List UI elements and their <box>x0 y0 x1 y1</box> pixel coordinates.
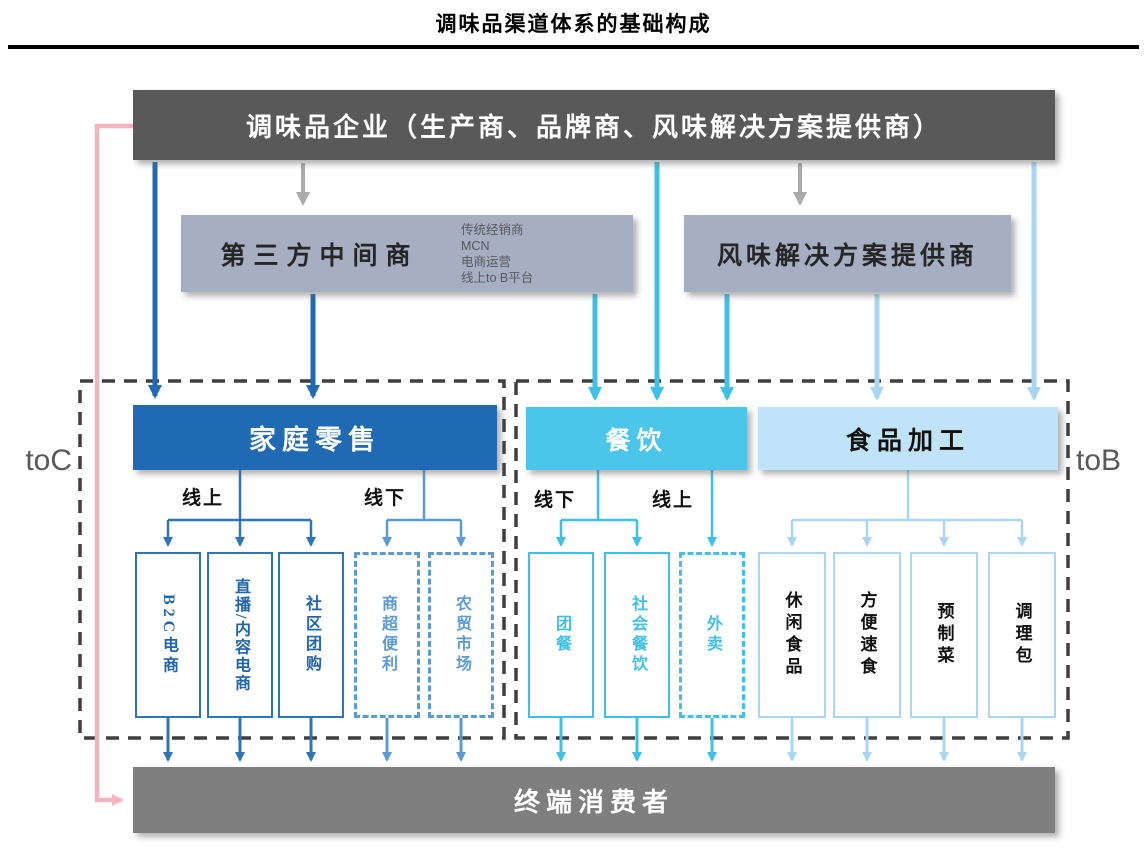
home-retail-label: 家庭零售 <box>249 425 381 455</box>
sky-blue-drops <box>588 162 734 401</box>
condiment-enterprise-box: 调味品企业（生产商、品牌商、风味解决方案提供商） <box>133 90 1055 160</box>
channel-label: 团餐 <box>553 615 570 655</box>
home-retail-box: 家庭零售 <box>133 405 497 470</box>
toc-zone-border <box>78 379 506 740</box>
home-online-label: 线上 <box>182 488 225 509</box>
consumer-arrows-light <box>787 718 1027 762</box>
channel-box-live-content-ecommerce: 直播/内容电商 <box>207 552 273 718</box>
channel-box-community-group-buy: 社区团购 <box>278 552 344 718</box>
middlemen-note-line: MCN <box>461 239 490 253</box>
food-processing-label: 食品加工 <box>845 427 970 455</box>
third-party-middlemen-label: 第三方中间商 <box>220 242 419 270</box>
channel-box-farmers-market: 农贸市场 <box>428 552 494 718</box>
tob-label: toB <box>1076 444 1122 477</box>
channel-box-supermarket-convenience: 商超便利 <box>354 552 420 718</box>
catering-offline-label: 线下 <box>534 490 577 511</box>
home-offline-label: 线下 <box>364 488 407 509</box>
consumer-arrows-medium <box>382 718 466 762</box>
channel-label: 外卖 <box>704 615 721 655</box>
consumer-arrows-dark <box>163 718 316 762</box>
flavor-provider-label: 风味解决方案提供商 <box>716 242 978 270</box>
gray-arrows <box>296 163 807 206</box>
enterprise-to-consumer-arrow <box>94 123 133 806</box>
food-processing-tree <box>787 470 1027 547</box>
catering-offline-tree <box>556 470 717 547</box>
light-blue-drops <box>870 162 1041 401</box>
channel-box-prepared-dishes: 预制菜 <box>910 552 978 718</box>
channel-box-social-catering: 社会餐饮 <box>604 552 670 718</box>
home-online-tree <box>163 470 316 547</box>
channel-box-takeout: 外卖 <box>679 552 745 718</box>
tob-zone-border <box>514 379 1070 740</box>
consumer-box: 终端消费者 <box>133 767 1055 833</box>
channel-box-seasoning-pack: 调理包 <box>988 552 1056 718</box>
title-divider <box>8 45 1139 49</box>
home-offline-tree <box>382 470 466 547</box>
diagram-title: 调味品渠道体系的基础构成 <box>435 12 712 36</box>
channel-box-snack-food: 休闲食品 <box>758 552 826 718</box>
catering-label: 餐饮 <box>605 427 668 455</box>
channel-label: 社会餐饮 <box>629 595 646 675</box>
middlemen-notes: 传统经销商 MCN 电商运营 线上to B平台 <box>461 222 629 286</box>
channel-label: 调理包 <box>1012 602 1032 668</box>
consumer-label: 终端消费者 <box>513 787 674 817</box>
channel-label: 休闲食品 <box>782 591 802 679</box>
middlemen-note-line: 传统经销商 <box>461 223 524 237</box>
middlemen-note-line: 线上to B平台 <box>461 271 534 285</box>
channel-label: B2C电商 <box>160 593 177 677</box>
consumer-arrows-sky <box>556 718 717 762</box>
condiment-enterprise-label: 调味品企业（生产商、品牌商、风味解决方案提供商） <box>245 112 942 142</box>
channel-label: 方便速食 <box>857 591 877 679</box>
channel-box-instant-food: 方便速食 <box>833 552 901 718</box>
catering-box: 餐饮 <box>526 407 747 470</box>
channel-label: 商超便利 <box>379 595 396 675</box>
flavor-provider-box: 风味解决方案提供商 <box>684 215 1011 292</box>
dark-blue-drops <box>148 162 320 399</box>
channel-label: 社区团购 <box>303 595 320 675</box>
third-party-middlemen-box: 第三方中间商 传统经销商 MCN 电商运营 线上to B平台 <box>181 215 633 292</box>
channel-box-group-meal: 团餐 <box>528 552 594 718</box>
food-processing-box: 食品加工 <box>758 407 1058 470</box>
channel-label: 农贸市场 <box>453 595 470 675</box>
middlemen-note-line: 电商运营 <box>461 255 512 269</box>
channel-label: 预制菜 <box>934 602 954 668</box>
catering-online-label: 线上 <box>652 490 695 511</box>
channel-box-b2c-ecommerce: B2C电商 <box>135 552 201 718</box>
channel-label: 直播/内容电商 <box>232 577 249 693</box>
toc-label: toC <box>25 444 72 477</box>
